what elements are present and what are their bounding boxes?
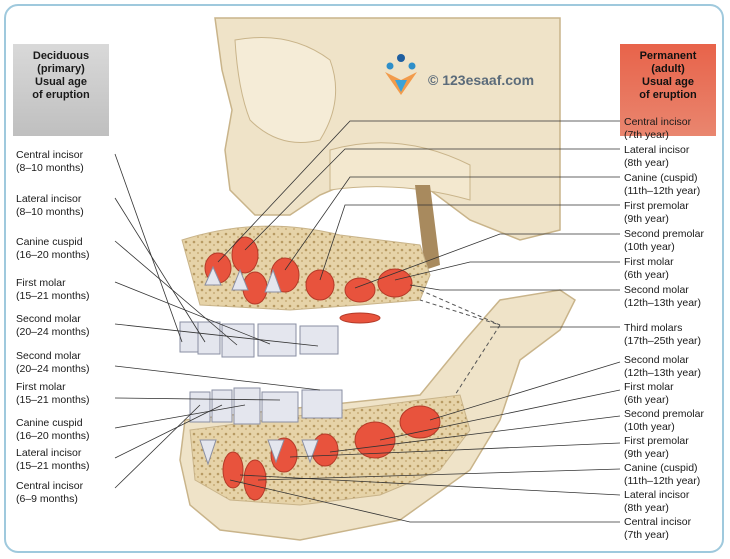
right-label-lower-canine: Canine (cuspid)(11th–12th year) (624, 462, 701, 487)
left-label-lower-lateral-incisor: Lateral incisor(15–21 months) (16, 447, 90, 472)
right-label-lower-first-molar: First molar(6th year) (624, 381, 674, 406)
right-label-lower-first-premolar: First premolar(9th year) (624, 435, 689, 460)
right-label-lower-second-premolar: Second premolar(10th year) (624, 408, 704, 433)
left-label-lower-second-molar: Second molar(20–24 months) (16, 350, 90, 375)
image-frame (4, 4, 724, 553)
left-label-upper-second-molar: Second molar(20–24 months) (16, 313, 90, 338)
right-label-upper-canine: Canine (cuspid)(11th–12th year) (624, 172, 701, 197)
left-label-lower-central-incisor: Central incisor(6–9 months) (16, 480, 84, 505)
right-label-third-molars: Third molars(17th–25th year) (624, 322, 702, 347)
left-label-lower-first-molar: First molar(15–21 months) (16, 381, 90, 406)
right-leader-lines (217, 120, 621, 523)
left-label-upper-canine: Canine cuspid(16–20 months) (16, 236, 90, 261)
right-label-upper-lateral-incisor: Lateral incisor(8th year) (624, 144, 690, 169)
right-label-upper-first-molar: First molar(6th year) (624, 256, 674, 281)
upper-deciduous-teeth (179, 265, 339, 358)
right-label-upper-second-molar: Second molar(12th–13th year) (624, 284, 702, 309)
watermark-text: © 123esaaf.com (428, 72, 535, 88)
right-label-upper-second-premolar: Second premolar(10th year) (624, 228, 704, 253)
left-leader-lines (114, 153, 321, 489)
ramus-notch (415, 185, 440, 270)
left-label-upper-lateral-incisor: Lateral incisor(8–10 months) (16, 193, 84, 218)
cheekbone (329, 142, 471, 201)
right-label-upper-first-premolar: First premolar(9th year) (624, 200, 689, 225)
right-label-lower-lateral-incisor: Lateral incisor(8th year) (624, 489, 690, 514)
left-label-lower-canine: Canine cuspid(16–20 months) (16, 417, 90, 442)
right-label-upper-central-incisor: Central incisor(7th year) (624, 116, 692, 141)
lower-permanent-teeth (222, 405, 441, 501)
right-label-lower-central-incisor: Central incisor(7th year) (624, 516, 692, 541)
left-label-upper-first-molar: First molar(15–21 months) (16, 277, 90, 302)
left-label-upper-central-incisor: Central incisor(8–10 months) (16, 149, 84, 174)
watermark-logo-icon (385, 54, 417, 95)
lower-deciduous-teeth (189, 387, 343, 466)
right-label-lower-second-molar: Second molar(12th–13th year) (624, 354, 702, 379)
orbit (234, 37, 337, 143)
